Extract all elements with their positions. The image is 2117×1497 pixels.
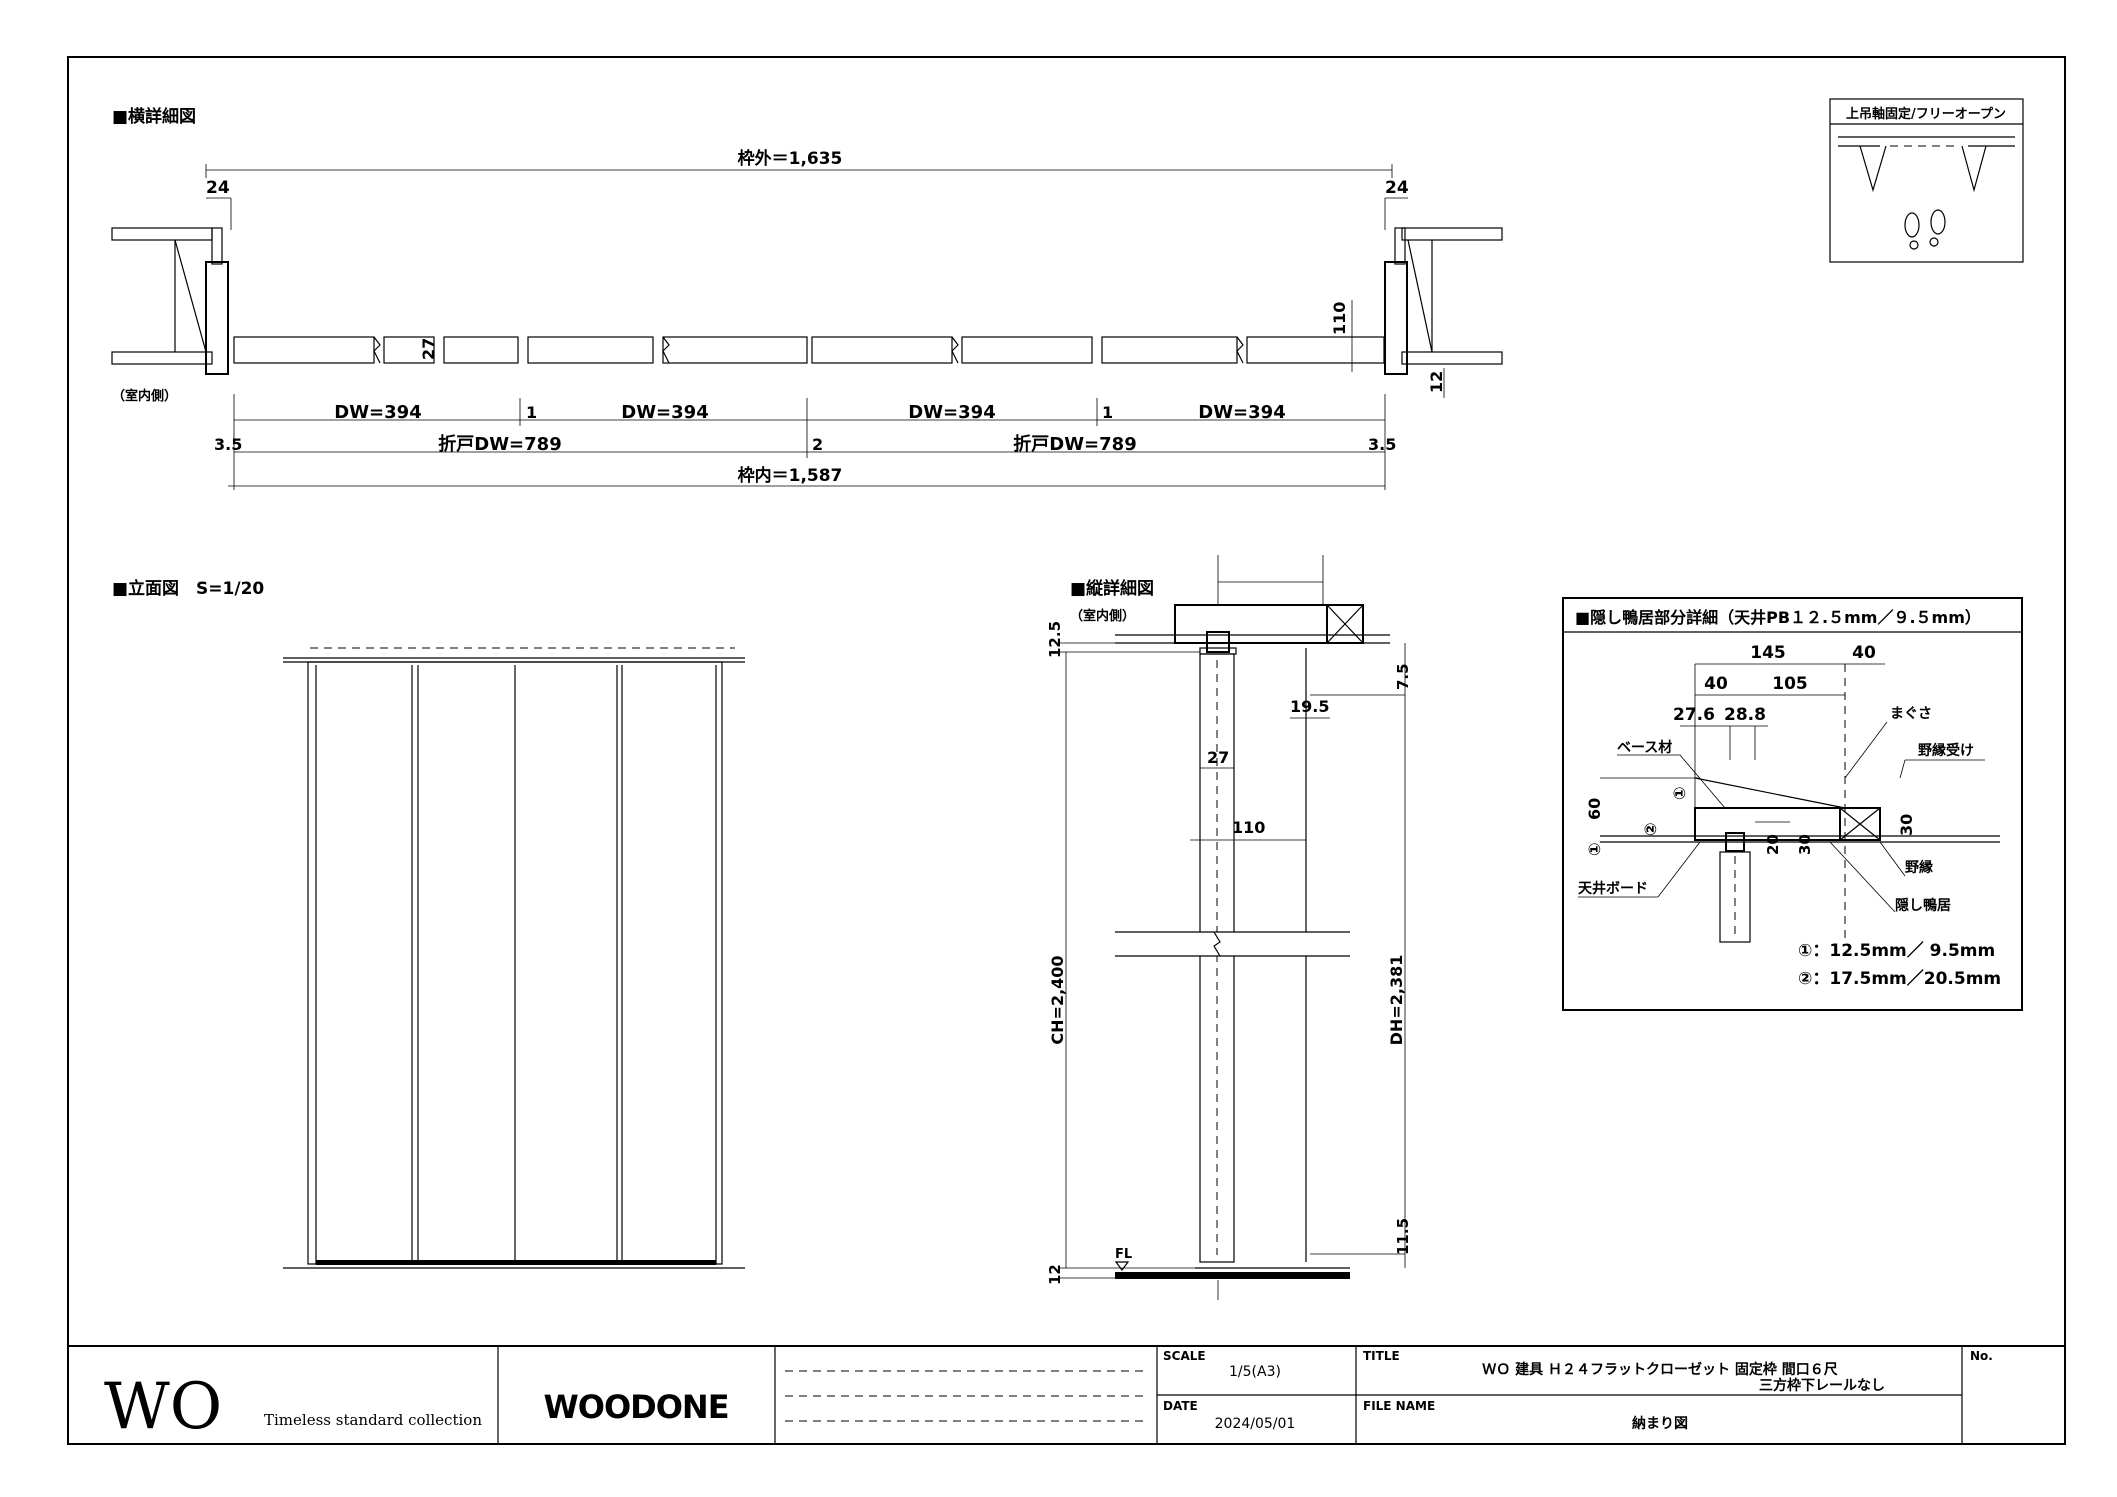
title-line-1: ＷＯ 建具 Ｈ２４フラットクローゼット 固定枠 間口６尺 <box>1482 1361 1838 1378</box>
scale-value: 1/5(A3) <box>1229 1364 1281 1380</box>
plan-dw-4: DW=394 <box>1198 402 1285 423</box>
detail-note-2: ②：17.5mm／20.5mm <box>1798 968 2001 989</box>
section-floor: 12 <box>1046 1264 1064 1285</box>
plan-outer-width: 枠外＝1,635 <box>738 148 843 169</box>
detail-dim-105: 105 <box>1772 674 1808 694</box>
detail-board-label: 天井ボード <box>1578 880 1648 897</box>
detail-dim-30: 30 <box>1897 814 1916 836</box>
detail-nobuchi-uke-label: 野縁受け <box>1918 742 1974 759</box>
detail-title: ■隠し鴨居部分詳細（天井PB１２.５mm／９.５mm） <box>1575 608 1981 627</box>
date-value: 2024/05/01 <box>1215 1416 1296 1432</box>
plan-folding-2: 折戸DW=789 <box>1013 433 1136 455</box>
date-label: DATE <box>1163 1399 1198 1413</box>
plan-dw-2: DW=394 <box>621 402 708 423</box>
plan-reveal: 12 <box>1427 371 1446 393</box>
hinge-symbol-box: 上吊軸固定/フリーオープン <box>1829 98 2024 263</box>
detail-dim-145: 145 <box>1750 643 1786 663</box>
wo-logo: WO <box>104 1370 222 1444</box>
plan-side-clear-left: 3.5 <box>214 435 242 454</box>
detail-note-1: ①：12.5mm／ 9.5mm <box>1798 940 1995 961</box>
detail-mark2: ② <box>1641 822 1660 836</box>
plan-frame-depth: 110 <box>1330 302 1349 335</box>
plan-frame-left: 24 <box>206 178 230 198</box>
section-title: ■縦詳細図 <box>1070 578 1154 599</box>
detail-dim-276: 27.6 <box>1673 705 1715 725</box>
file-label: FILE NAME <box>1363 1399 1435 1413</box>
elevation-title: ■立面図 S=1/20 <box>112 578 264 599</box>
plan-inner-width: 枠内＝1,587 <box>738 465 843 486</box>
header-detail: ■隠し鴨居部分詳細（天井PB１２.５mm／９.５mm） 145 40 40 10… <box>1562 597 2023 1011</box>
detail-mark1-a: ① <box>1585 842 1604 856</box>
vertical-section: ■縦詳細図 （室内側） 12.5 CH=2,400 7.5 DH=2,381 1… <box>1046 555 1412 1300</box>
section-bottom-gap: 11.5 <box>1394 1218 1412 1255</box>
detail-dim-40b: 40 <box>1852 643 1876 663</box>
title-block: WO Timeless standard collection WOODONE … <box>68 1345 2065 1444</box>
plan-dw-1: DW=394 <box>334 402 421 423</box>
detail-dim-20: 20 <box>1764 834 1782 855</box>
detail-dim-30b: 30 <box>1796 834 1814 855</box>
detail-dim-40a: 40 <box>1704 674 1728 694</box>
section-depth: 110 <box>1232 818 1265 837</box>
title-line-2: 三方枠下レールなし <box>1759 1377 1885 1394</box>
detail-dim-60: 60 <box>1585 798 1604 820</box>
section-interior-side: （室内側） <box>1070 608 1135 624</box>
plan-interior-side: （室内側） <box>112 388 177 404</box>
plan-folding-1: 折戸DW=789 <box>438 433 561 455</box>
file-value: 納まり図 <box>1632 1415 1688 1432</box>
plan-detail: ■横詳細図 枠外＝1,635 24 24 <box>111 106 1503 490</box>
plan-title: ■横詳細図 <box>112 106 196 127</box>
section-ch: CH=2,400 <box>1048 955 1067 1044</box>
detail-kakushi-label: 隠し鴨居 <box>1895 897 1951 914</box>
section-fl: FL <box>1115 1247 1132 1262</box>
plan-side-clear-right: 3.5 <box>1368 435 1396 454</box>
elevation: ■立面図 S=1/20 <box>112 578 745 1269</box>
section-ceiling: 12.5 <box>1046 621 1064 658</box>
detail-nobuchi-label: 野縁 <box>1905 859 1933 876</box>
plan-center-gap: 2 <box>812 435 823 454</box>
woodone-logo: WOODONE <box>543 1388 728 1426</box>
plan-gap-1b: 1 <box>1102 403 1113 422</box>
section-dh: DH=2,381 <box>1387 955 1406 1046</box>
sheet-border <box>67 56 2066 1445</box>
plan-frame-right: 24 <box>1385 178 1409 198</box>
section-top-gap: 7.5 <box>1394 663 1412 690</box>
wo-tagline: Timeless standard collection <box>264 1411 482 1429</box>
detail-magusa-label: まぐさ <box>1890 706 1932 722</box>
plan-dw-3: DW=394 <box>908 402 995 423</box>
detail-base-label: ベース材 <box>1617 739 1672 756</box>
plan-gap-1a: 1 <box>526 403 537 422</box>
plan-panel-thickness: 27 <box>419 338 438 360</box>
detail-mark1-b: ① <box>1670 786 1689 800</box>
scale-label: SCALE <box>1163 1349 1206 1363</box>
no-label: No. <box>1970 1349 1993 1363</box>
detail-dim-288: 28.8 <box>1724 705 1766 725</box>
section-frame-offset: 19.5 <box>1290 697 1329 716</box>
hinge-title: 上吊軸固定/フリーオープン <box>1846 106 2006 122</box>
section-panel: 27 <box>1207 748 1229 767</box>
title-label: TITLE <box>1363 1349 1400 1363</box>
